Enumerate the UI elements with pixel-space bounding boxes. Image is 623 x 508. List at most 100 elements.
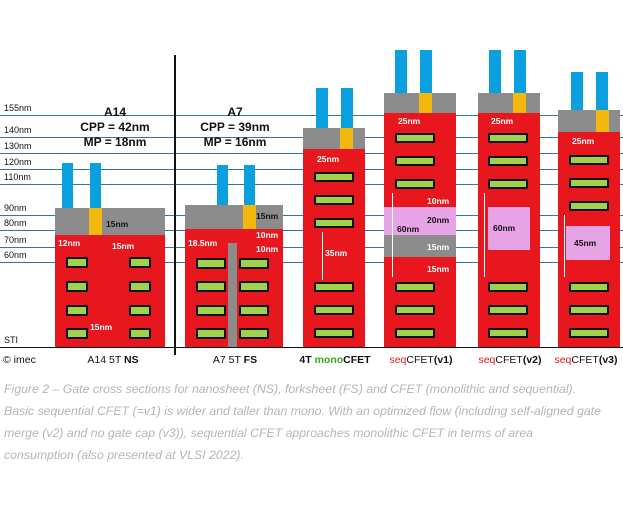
nanosheet — [488, 156, 528, 166]
nanosheet — [488, 179, 528, 189]
metal-line — [420, 50, 432, 93]
level-label: 130nm — [4, 141, 32, 151]
level-label: 110nm — [4, 172, 31, 182]
nanosheet — [569, 305, 609, 315]
nanosheet — [569, 328, 609, 338]
nanosheet — [196, 258, 226, 269]
nanosheet — [129, 328, 151, 339]
nanosheet — [569, 282, 609, 292]
seqcfet-v2-label: seqCFET(v2) — [478, 354, 542, 366]
metal-line — [62, 163, 73, 208]
dimension-label: 12nm — [58, 238, 81, 248]
level-line — [0, 115, 623, 116]
gate-contact — [340, 128, 353, 149]
nanosheet — [66, 257, 88, 268]
gate-cap — [303, 128, 365, 149]
metal-line — [514, 50, 526, 93]
level-label: 120nm — [4, 157, 32, 167]
nanosheet — [395, 305, 435, 315]
dimension-label: 10nm — [427, 196, 450, 206]
seqcfet-v1-label: seqCFET(v1) — [389, 354, 453, 366]
level-label: STI — [4, 335, 19, 345]
dimension-label: 15nm — [112, 241, 135, 251]
nanosheet — [66, 281, 88, 292]
nanosheet — [314, 328, 354, 338]
nanosheet — [569, 178, 609, 188]
a14-label: A14 5T NS — [87, 354, 139, 366]
level-label: 80nm — [4, 218, 27, 228]
nanosheet — [196, 305, 226, 316]
dimension-label: 10nm — [256, 230, 279, 240]
metal-line — [489, 50, 501, 93]
dimension-label: 15nm — [90, 322, 113, 332]
level-label: 70nm — [4, 235, 27, 245]
gate-contact — [513, 93, 526, 113]
figure-caption: Figure 2 – Gate cross sections for nanos… — [4, 382, 601, 462]
nanosheet — [314, 195, 354, 205]
a7-header: A7 CPP = 39nm MP = 16nm — [200, 105, 270, 149]
dimension-label: 25nm — [398, 116, 421, 126]
metal-line — [217, 165, 228, 205]
nanosheet — [395, 328, 435, 338]
nanosheet — [239, 281, 269, 292]
gate-cap — [478, 93, 540, 113]
gate-contact — [596, 110, 609, 132]
column-separator — [174, 55, 176, 355]
dimension-arrow — [322, 232, 323, 280]
nanosheet — [569, 201, 609, 211]
gate-contact — [243, 205, 256, 229]
nanosheet — [196, 281, 226, 292]
dimension-label: 25nm — [491, 116, 514, 126]
level-label: 140nm — [4, 125, 32, 135]
nanosheet — [314, 282, 354, 292]
dimension-label: 15nm — [427, 242, 450, 252]
nanosheet — [395, 179, 435, 189]
dimension-label: 60nm — [397, 224, 420, 234]
gate-contact — [419, 93, 432, 113]
nanosheet — [395, 282, 435, 292]
dimension-label: 15nm — [256, 211, 279, 221]
nanosheet — [488, 282, 528, 292]
nanosheet — [395, 133, 435, 143]
dimension-label: 15nm — [427, 264, 450, 274]
metal-line — [244, 165, 255, 205]
metal-line — [341, 88, 353, 128]
gate-merge-region — [384, 207, 456, 235]
metal-line — [90, 163, 101, 208]
dimension-label: 35nm — [325, 248, 348, 258]
nanosheet — [569, 155, 609, 165]
dimension-label: 15nm — [106, 219, 129, 229]
level-label: 90nm — [4, 203, 27, 213]
nanosheet — [66, 305, 88, 316]
dimension-label: 25nm — [317, 154, 340, 164]
seqcfet-v3-label: seqCFET(v3) — [554, 354, 618, 366]
level-label: 60nm — [4, 250, 27, 260]
a14-header: A14 CPP = 42nm MP = 18nm — [80, 105, 150, 149]
dimension-label: 18.5nm — [188, 238, 218, 248]
metal-line — [316, 88, 328, 128]
nanosheet — [196, 328, 226, 339]
dielectric-wall — [228, 243, 237, 347]
nanosheet — [129, 305, 151, 316]
metal-line — [596, 72, 608, 110]
nanosheet — [488, 305, 528, 315]
mono-cfet-label: 4T monoCFET — [299, 354, 371, 366]
metal-line — [571, 72, 583, 110]
gate-cap — [558, 110, 620, 132]
dimension-label: 60nm — [493, 223, 516, 233]
dimension-arrow — [484, 193, 485, 277]
dimension-label: 10nm — [256, 244, 279, 254]
nanosheet — [129, 257, 151, 268]
sti-line — [0, 347, 623, 348]
nanosheet — [66, 328, 88, 339]
nanosheet — [314, 218, 354, 228]
nanosheet — [395, 156, 435, 166]
isolation-layer — [384, 235, 456, 257]
dimension-arrow — [564, 215, 565, 277]
nanosheet — [239, 258, 269, 269]
nanosheet — [314, 305, 354, 315]
a7-label: A7 5T FS — [212, 354, 258, 366]
gate-contact — [89, 208, 102, 235]
gate-cap — [185, 205, 283, 229]
dimension-label: 25nm — [572, 136, 595, 146]
